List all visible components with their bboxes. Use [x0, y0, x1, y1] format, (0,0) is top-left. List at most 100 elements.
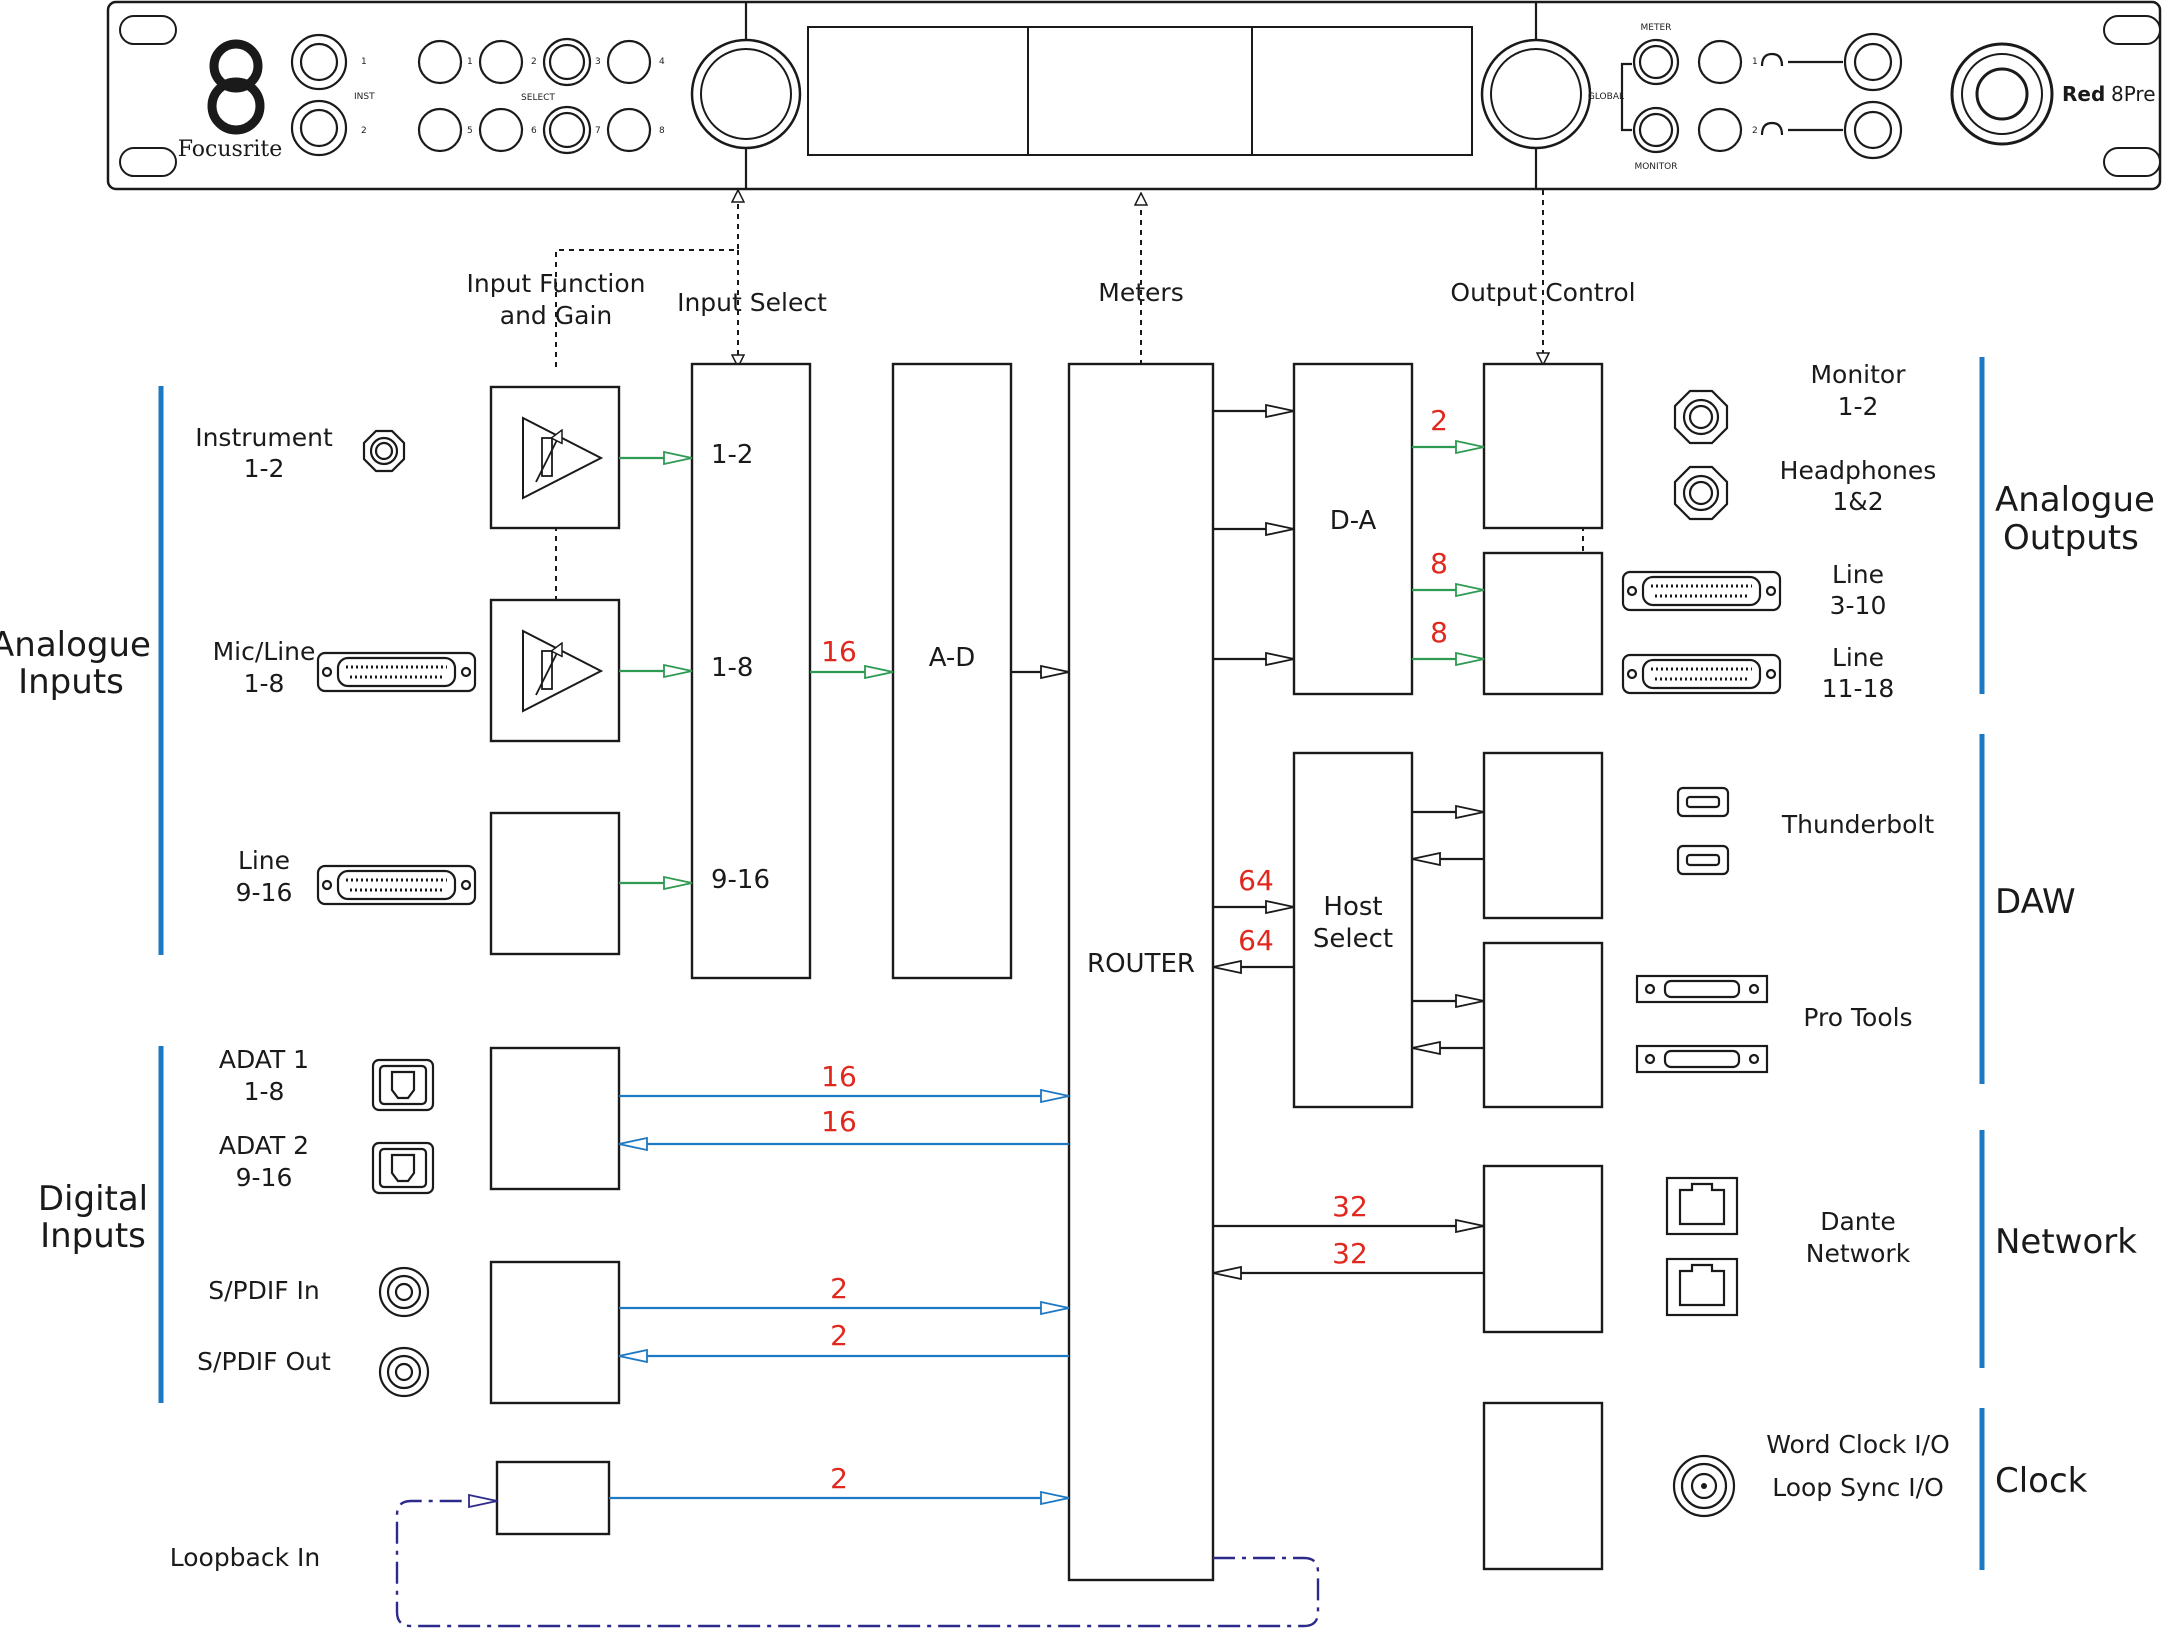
- monitor-label-line1: Monitor: [1810, 360, 1906, 389]
- da-line-b-count: 8: [1430, 616, 1448, 649]
- host-out-count: 64: [1238, 864, 1274, 897]
- select-number-1: 1: [467, 57, 473, 67]
- dante-rj45-2-icon: [1665, 1257, 1739, 1317]
- analogue-outputs-label-line1: Analogue: [1995, 480, 2155, 520]
- display-screen-right: [1251, 26, 1473, 156]
- dante-block: [1482, 1164, 1604, 1334]
- spdif-in-rca-icon: [378, 1266, 430, 1318]
- select-number-8: 8: [659, 126, 665, 136]
- select-button-8[interactable]: [606, 107, 652, 153]
- mic-line-label-line2: 1-8: [244, 669, 285, 698]
- host-select-label-line1: Host: [1323, 892, 1382, 922]
- dante-rj45-1-icon: [1665, 1176, 1739, 1236]
- daw-label: DAW: [1995, 882, 2076, 922]
- da-monitor-count: 2: [1430, 404, 1448, 437]
- select-to-ad-count: 16: [821, 635, 857, 668]
- select-button-5[interactable]: [417, 107, 463, 153]
- pro-tools-label: Pro Tools: [1803, 1003, 1912, 1032]
- adat2-optical-icon: [371, 1141, 435, 1195]
- headphone-1-jack-ring: [1853, 42, 1893, 82]
- output-control-label: Output Control: [1450, 278, 1635, 307]
- dante-label-line1: Dante: [1820, 1207, 1896, 1236]
- headphone-1-button[interactable]: [1697, 39, 1743, 85]
- display-screens: [807, 26, 1473, 156]
- instrument-jack-icon: [362, 429, 406, 473]
- headphone-2-jack-ring: [1853, 110, 1893, 150]
- adat1-label-line2: 1-8: [244, 1077, 285, 1106]
- router-block: [1067, 362, 1215, 1582]
- clock-block: [1482, 1401, 1604, 1571]
- da-line-a-count: 8: [1430, 547, 1448, 580]
- monitor-button-ring: [1638, 112, 1674, 148]
- spdif-in-count: 2: [830, 1272, 848, 1305]
- model-prefix: Red: [2062, 82, 2105, 106]
- monitor-label: MONITOR: [1634, 162, 1677, 172]
- monitor-jack-icon: [1673, 389, 1729, 445]
- select-button-1[interactable]: [417, 39, 463, 85]
- select-number-7: 7: [595, 126, 601, 136]
- select-buttons: 1 2 3 4 5 6 7 8 SELECT: [417, 37, 665, 155]
- select-button-2[interactable]: [478, 39, 524, 85]
- input-encoder-inner: [700, 48, 792, 140]
- select-button-6[interactable]: [478, 107, 524, 153]
- display-screen-left: [807, 26, 1029, 156]
- spdif-out-label: S/PDIF Out: [197, 1347, 331, 1376]
- headphones-label-line1: Headphones: [1780, 456, 1937, 485]
- global-label: GLOBAL: [1588, 92, 1624, 102]
- adat-block: [489, 1046, 621, 1191]
- spdif-out-count: 2: [830, 1319, 848, 1352]
- inst-label: INST: [354, 92, 375, 102]
- headphone-number-2: 2: [1752, 126, 1758, 136]
- thunderbolt-block: [1482, 751, 1604, 920]
- select-button-3-ring: [548, 43, 586, 81]
- inst-number-1: 1: [361, 57, 367, 67]
- focusrite-logo-icon: [207, 39, 265, 135]
- line-3-10-label-line2: 3-10: [1830, 591, 1887, 620]
- spdif-out-rca-icon: [378, 1346, 430, 1398]
- router-label: ROUTER: [1087, 949, 1195, 979]
- line-3-10-dsub-icon: [1621, 570, 1782, 612]
- line-11-18-label-line2: 11-18: [1822, 674, 1895, 703]
- pro-tools-block: [1482, 941, 1604, 1109]
- host-select-block: [1292, 751, 1414, 1109]
- thunderbolt-label: Thunderbolt: [1781, 810, 1934, 839]
- analogue-outputs-label-line2: Outputs: [2003, 518, 2139, 558]
- dante-out-count: 32: [1332, 1190, 1368, 1223]
- dante-label-line2: Network: [1806, 1239, 1911, 1268]
- inst-number-2: 2: [361, 126, 367, 136]
- line-output-block: [1482, 551, 1604, 696]
- headphones-label-line2: 1&2: [1832, 487, 1883, 516]
- headphone-2-icon: [1760, 121, 1784, 136]
- select-number-6: 6: [531, 126, 537, 136]
- digital-inputs-label-line2: Inputs: [40, 1216, 146, 1256]
- spdif-block: [489, 1260, 621, 1405]
- da-converter-label: D-A: [1330, 506, 1377, 536]
- rack-ear-hole-tl: [119, 15, 177, 45]
- input-select-label: Input Select: [677, 288, 827, 317]
- output-encoder-inner: [1490, 48, 1582, 140]
- input-select-1-8: 1-8: [711, 653, 753, 683]
- rack-ear-hole-bl: [119, 147, 177, 177]
- line-9-16-label-line2: 9-16: [236, 878, 293, 907]
- pro-tools-digilink-2-icon: [1635, 1044, 1769, 1074]
- adat2-label-line1: ADAT 2: [219, 1131, 309, 1160]
- input-function-label-line2: and Gain: [500, 301, 612, 330]
- clock-label: Clock: [1995, 1461, 2088, 1501]
- global-bracket: [1620, 62, 1632, 132]
- headphone-2-button[interactable]: [1697, 107, 1743, 153]
- loopback-block: [495, 1460, 611, 1536]
- line-11-18-label-line1: Line: [1832, 643, 1884, 672]
- adat-in-count: 16: [821, 1060, 857, 1093]
- select-button-4[interactable]: [606, 39, 652, 85]
- bnc-connector-icon: [1672, 1454, 1736, 1518]
- brand-name: Focusrite: [178, 137, 283, 162]
- input-function-label-line1: Input Function: [466, 269, 645, 298]
- select-label: SELECT: [521, 93, 555, 103]
- monitor-label-line2: 1-2: [1838, 392, 1879, 421]
- meter-label: METER: [1641, 23, 1672, 33]
- digital-inputs-label-line1: Digital: [38, 1179, 148, 1219]
- line-9-16-dsub-icon: [316, 864, 477, 906]
- inst-jack-2-ring: [299, 108, 339, 148]
- loop-sync-label: Loop Sync I/O: [1772, 1473, 1944, 1502]
